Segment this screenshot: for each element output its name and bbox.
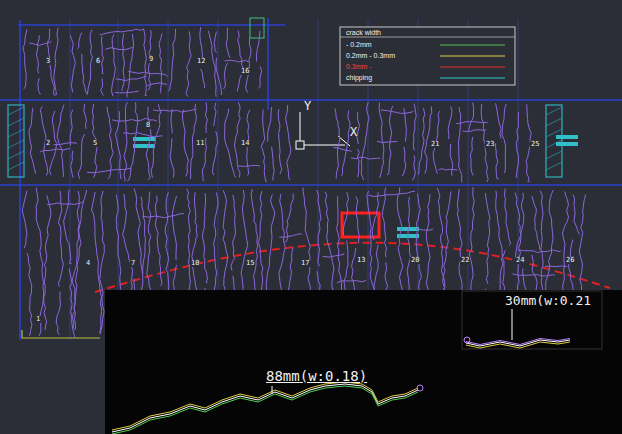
panel-number: 24 — [515, 257, 525, 264]
legend-swatch — [440, 55, 505, 56]
axis-label: Y — [304, 100, 311, 112]
panel-number: 3 — [45, 58, 51, 65]
panel-number: 12 — [196, 58, 206, 65]
panel-number: 2 — [45, 140, 51, 147]
panel-number: 7 — [130, 260, 136, 267]
panel-number: 26 — [565, 257, 575, 264]
panel-number: 1 — [35, 316, 41, 323]
legend-text: - 0.2mm — [346, 41, 372, 48]
legend-swatch — [440, 77, 505, 78]
panel-number: 21 — [430, 141, 440, 148]
panel-number: 15 — [245, 260, 255, 267]
panel-number: 4 — [85, 260, 91, 267]
crack-dimension: 88mm(w:0.18) — [266, 369, 367, 383]
legend-swatch — [440, 44, 505, 45]
panel-number: 14 — [240, 140, 250, 147]
crack-dimension: 30mm(w:0.21 — [505, 294, 591, 307]
zoom-inset — [105, 290, 622, 434]
panel-number: 8 — [145, 122, 151, 129]
panel-number: 20 — [410, 257, 420, 264]
legend-text: chipping — [346, 74, 372, 81]
legend-swatch — [440, 66, 505, 67]
legend-heading: crack width — [346, 29, 381, 36]
panel-number: 22 — [460, 257, 470, 264]
panel-number: 23 — [485, 141, 495, 148]
panel-number: 16 — [240, 68, 250, 75]
panel-number: 6 — [95, 58, 101, 65]
panel-number: 10 — [190, 260, 200, 267]
legend-text: 0.2mm - 0.3mm — [346, 52, 395, 59]
panel-number: 11 — [195, 140, 205, 147]
panel-number: 5 — [92, 140, 98, 147]
axis-label: X — [350, 126, 357, 138]
panel-number: 25 — [530, 141, 540, 148]
panel-number: 9 — [148, 56, 154, 63]
legend-text: 0.3mm - — [346, 63, 372, 70]
panel-number: 13 — [356, 257, 366, 264]
panel-number: 17 — [300, 260, 310, 267]
